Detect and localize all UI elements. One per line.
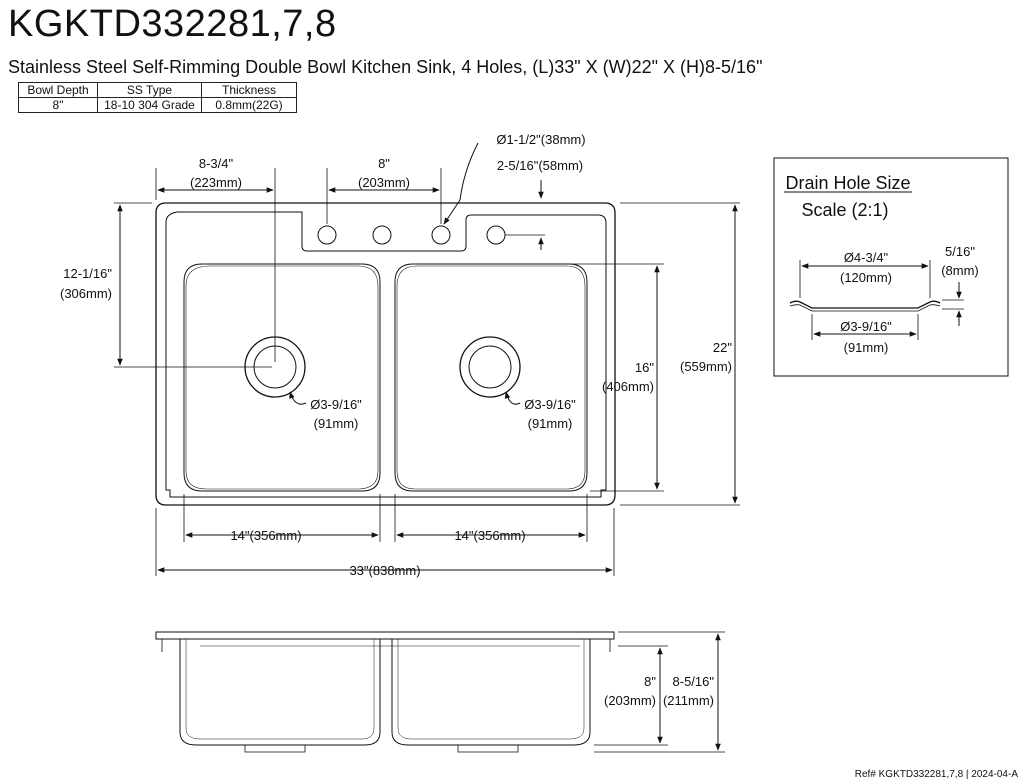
dim-hole-diameter: Ø1-1/2"(38mm) [496,132,585,147]
dim-bowl-right-width: 14"(356mm) [454,528,525,543]
drain-detail-title: Drain Hole Size [785,173,910,193]
dim-bowl-length-mm: (406mm) [602,379,654,394]
dim-left-drain-in: 8-3/4" [199,156,234,171]
dim-overall-height-in: 8-5/16" [673,674,715,689]
spec-value-thickness: 0.8mm(22G) [201,97,297,113]
dim-bowl-depth-in: 8" [644,674,656,689]
product-description: Stainless Steel Self-Rimming Double Bowl… [8,57,763,77]
dim-left-drain-mm: (223mm) [190,175,242,190]
reference-footer: Ref# KGKTD332281,7,8 | 2024-04-A [854,769,1018,780]
dim-hole-spacing-in: 8" [378,156,390,171]
dim-drain-left-mm: (91mm) [314,416,359,431]
dimension-lines [117,142,738,573]
drain-inner-mm: (91mm) [844,340,889,355]
dim-overall-height-mm: (211mm) [663,693,714,708]
spec-value-bowl-depth: 8" [18,97,98,113]
drain-flange-in: 5/16" [945,244,975,259]
dim-drain-right-dia: Ø3-9/16" [524,397,576,412]
faucet-holes [317,225,506,245]
drain-outer-dia: Ø4-3/4" [844,250,889,265]
dim-top-drain-mm: (306mm) [60,286,112,301]
model-title: KGKTD332281,7,8 [8,3,337,45]
drain-detail-scale: Scale (2:1) [801,200,888,220]
dim-overall-width-in: 22" [713,340,732,355]
drain-inner-dia: Ø3-9/16" [840,319,892,334]
spec-value-ss-type: 18-10 304 Grade [97,97,202,113]
dim-drain-right-mm: (91mm) [528,416,573,431]
dim-hole-offset: 2-5/16"(58mm) [497,158,583,173]
drain-holes [244,336,521,398]
drain-profile [789,300,941,312]
dim-hole-spacing-mm: (203mm) [358,175,410,190]
spec-table-value-row: 8" 18-10 304 Grade 0.8mm(22G) [18,97,297,113]
sink-side-view [155,631,615,753]
spec-table: Bowl Depth SS Type Thickness 8" 18-10 30… [18,82,297,113]
dim-bowl-length-in: 16" [635,360,654,375]
drain-flange-mm: (8mm) [941,263,979,278]
dim-overall-length: 33"(838mm) [349,563,420,578]
drain-outer-mm: (120mm) [840,270,892,285]
dim-bowl-depth-mm: (203mm) [604,693,656,708]
side-extension-lines [594,631,725,753]
dim-drain-left-dia: Ø3-9/16" [310,397,362,412]
extension-lines [114,168,740,576]
sink-top-view [155,202,616,506]
dim-overall-width-mm: (559mm) [680,359,732,374]
dim-bowl-left-width: 14"(356mm) [230,528,301,543]
dim-top-drain-in: 12-1/16" [63,266,112,281]
